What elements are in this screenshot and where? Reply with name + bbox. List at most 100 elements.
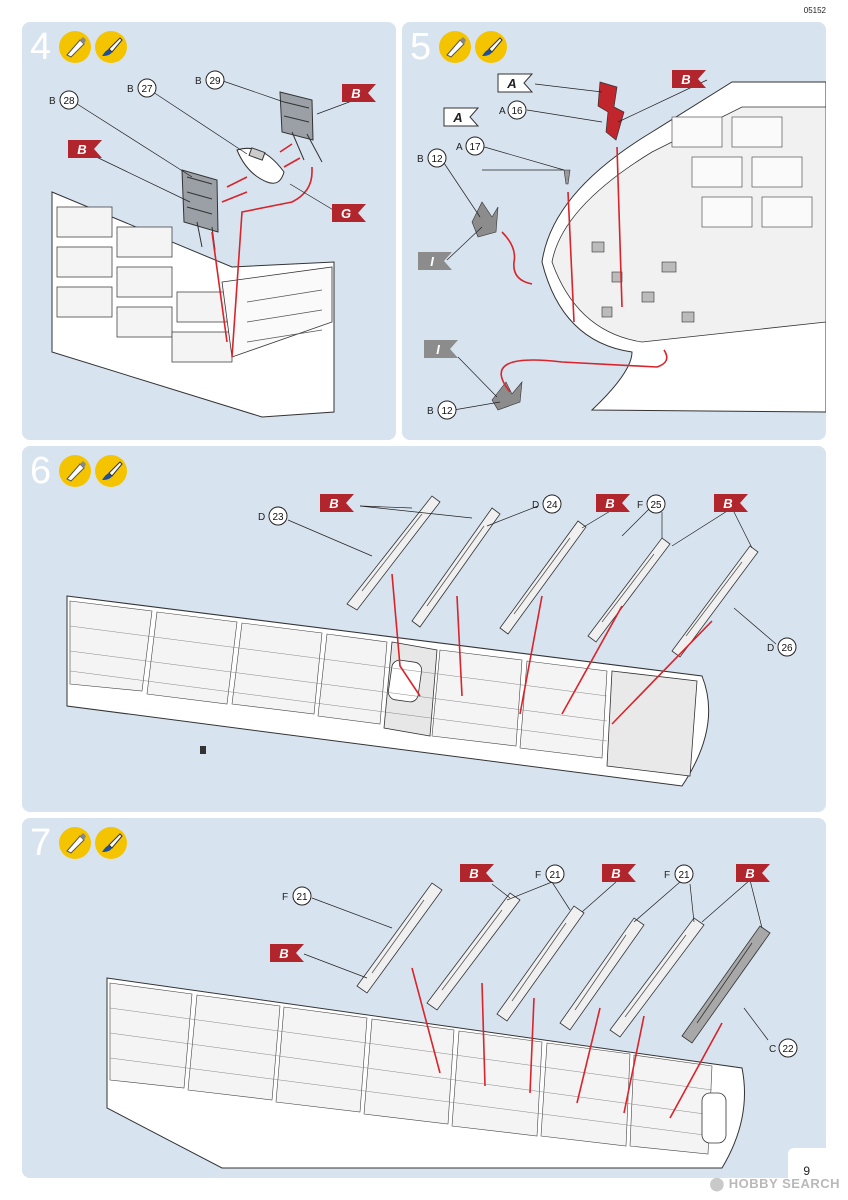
svg-text:B: B xyxy=(127,84,134,95)
page-number-tab xyxy=(788,1148,830,1192)
assembly-arrow xyxy=(519,595,543,715)
assembly-arrow xyxy=(576,1007,601,1104)
paint-flag-b: B xyxy=(672,70,706,88)
svg-text:C: C xyxy=(769,1044,776,1055)
paint-flag-i: I xyxy=(418,252,452,270)
svg-text:27: 27 xyxy=(141,84,153,95)
svg-text:12: 12 xyxy=(431,154,443,165)
part-12-top xyxy=(471,201,499,238)
svg-text:16: 16 xyxy=(511,106,523,117)
assembly-arrow xyxy=(501,231,533,285)
paint-flag-b: B xyxy=(270,944,304,962)
svg-text:G: G xyxy=(341,206,351,221)
svg-text:28: 28 xyxy=(63,96,75,107)
part-f21-rail xyxy=(496,905,585,1022)
glue-tube-icon xyxy=(59,31,91,63)
svg-text:B: B xyxy=(279,946,288,961)
paint-flag-b: B xyxy=(320,494,354,512)
svg-text:22: 22 xyxy=(782,1044,794,1055)
step-4-drawing: B 29 B 27 B 28 B B G xyxy=(49,70,376,418)
assembly-arrow xyxy=(669,1022,723,1119)
part-29-mast xyxy=(279,91,323,163)
svg-text:B: B xyxy=(611,866,620,881)
assembly-arrow xyxy=(481,982,486,1087)
paint-brush-icon xyxy=(95,31,127,63)
part-f25-rail xyxy=(499,520,587,635)
step-5-panel: 5 xyxy=(402,22,826,440)
watermark-text: HOBBY SEARCH xyxy=(728,1176,840,1191)
assembly-arrow xyxy=(226,176,248,188)
part-17 xyxy=(563,169,571,185)
assembly-arrow xyxy=(411,967,441,1074)
callout-b27: B 27 xyxy=(127,78,157,98)
callout-f25: F 25 xyxy=(637,494,666,514)
svg-text:21: 21 xyxy=(678,870,690,881)
step-number: 5 xyxy=(410,26,432,68)
step-4-panel: 4 xyxy=(22,22,396,440)
svg-text:B: B xyxy=(469,866,478,881)
paint-brush-icon xyxy=(475,31,507,63)
callout-b12: B 12 xyxy=(417,148,447,168)
assembly-arrow xyxy=(283,157,301,168)
step-7-panel: 7 xyxy=(22,818,826,1178)
svg-text:A: A xyxy=(452,110,462,125)
part-d26-rail xyxy=(671,545,759,658)
svg-text:B: B xyxy=(49,96,56,107)
paint-flag-b: B xyxy=(342,84,376,102)
paint-brush-icon xyxy=(95,455,127,487)
svg-text:B: B xyxy=(329,496,338,511)
document-code: 05152 xyxy=(803,6,826,15)
svg-text:21: 21 xyxy=(296,892,308,903)
assembly-arrow xyxy=(623,1015,645,1114)
part-f21-rail xyxy=(356,882,443,994)
assembly-arrow xyxy=(500,349,668,393)
callout-f21: F 21 xyxy=(282,886,312,906)
assembly-arrow xyxy=(611,620,713,725)
assembly-arrow xyxy=(231,167,313,358)
svg-text:24: 24 xyxy=(546,500,558,511)
svg-text:B: B xyxy=(681,72,690,87)
assembly-arrow xyxy=(391,573,421,697)
callout-f21: F 21 xyxy=(664,864,694,884)
part-f25-rail xyxy=(587,537,671,643)
ship-hull-forward xyxy=(106,977,745,1169)
svg-text:F: F xyxy=(282,892,288,903)
part-16 xyxy=(597,81,625,141)
callout-d23: D 23 xyxy=(258,506,288,526)
svg-text:25: 25 xyxy=(650,500,662,511)
step-7-drawing: F 21 F 21 F 21 C 22 B B B xyxy=(106,864,798,1169)
paint-flag-b: B xyxy=(460,864,494,882)
step-6-drawing: D 23 D 24 F 25 D 26 B B B xyxy=(66,494,797,787)
svg-text:26: 26 xyxy=(781,643,793,654)
callout-a17: A 17 xyxy=(456,136,485,156)
svg-text:B: B xyxy=(723,496,732,511)
ship-deck-aft xyxy=(51,191,335,418)
paint-flag-a: A xyxy=(497,73,534,93)
svg-text:A: A xyxy=(506,76,516,91)
part-f21-rail xyxy=(559,917,645,1031)
svg-text:D: D xyxy=(532,500,539,511)
svg-text:D: D xyxy=(767,643,774,654)
paint-flag-g: G xyxy=(332,204,366,222)
part-f21-rail xyxy=(426,892,521,1011)
svg-text:A: A xyxy=(499,106,506,117)
step-number: 4 xyxy=(30,26,52,68)
assembly-arrow xyxy=(616,146,623,308)
svg-text:D: D xyxy=(258,512,265,523)
callout-d26: D 26 xyxy=(767,637,797,657)
svg-text:B: B xyxy=(417,154,424,165)
assembly-arrow xyxy=(456,595,463,697)
svg-text:I: I xyxy=(430,254,434,269)
assembly-arrow xyxy=(567,191,575,323)
glue-tube-icon xyxy=(59,827,91,859)
callout-b28: B 28 xyxy=(49,90,79,110)
part-c22-rail xyxy=(681,925,771,1044)
step-6-panel: 6 xyxy=(22,446,826,812)
step-number: 6 xyxy=(30,450,52,492)
ship-hull-midsection xyxy=(66,595,710,787)
svg-text:B: B xyxy=(427,406,434,417)
svg-text:12: 12 xyxy=(441,406,453,417)
svg-text:21: 21 xyxy=(549,870,561,881)
paint-flag-a: A xyxy=(443,107,480,127)
svg-text:B: B xyxy=(745,866,754,881)
